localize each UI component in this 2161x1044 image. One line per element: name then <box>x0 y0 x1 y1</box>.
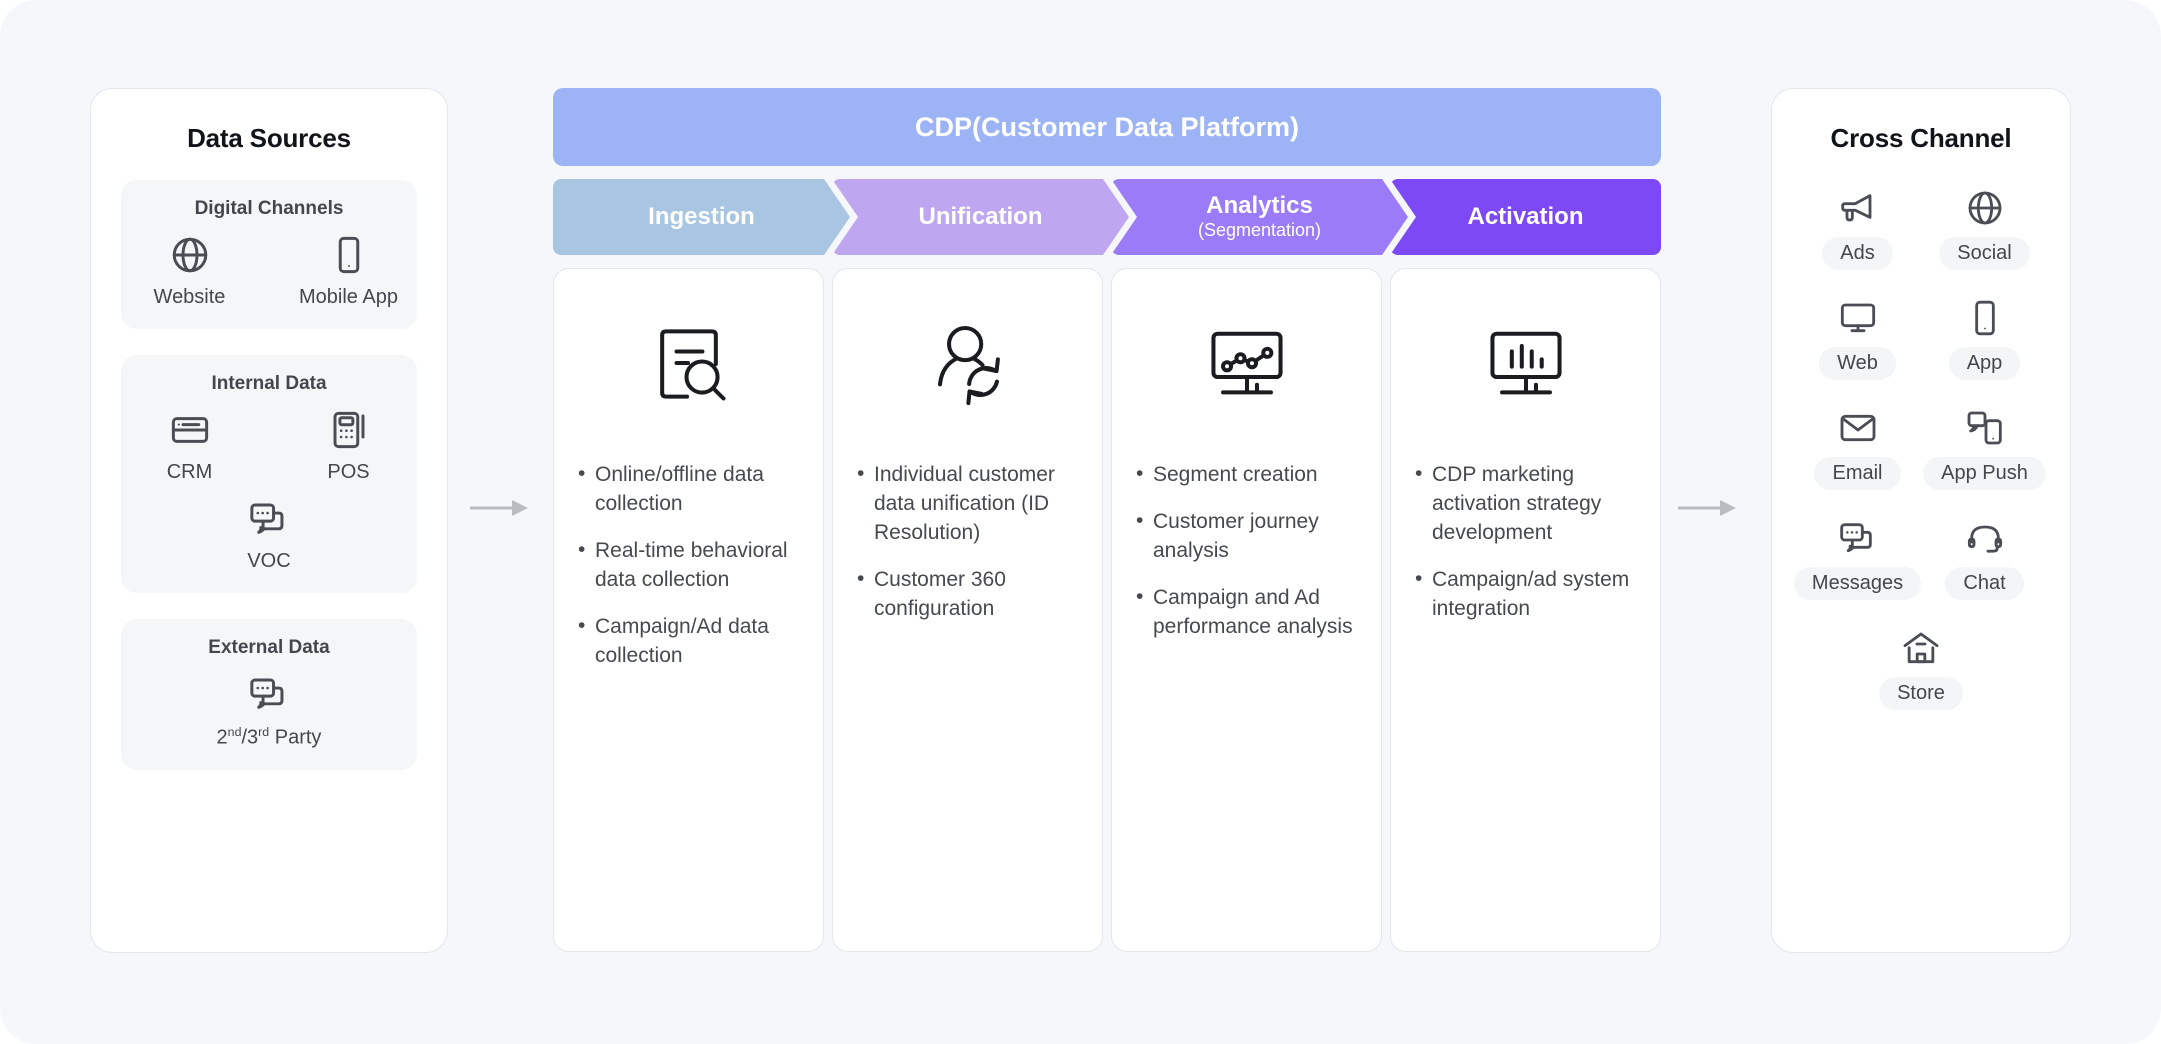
data-source-row: Website Mobile App <box>133 234 405 309</box>
cross-channel-item-label: Email <box>1814 457 1901 490</box>
cross-channel-item-label: App <box>1948 347 2021 380</box>
globe-icon <box>1965 188 2005 228</box>
cross-channel-item[interactable]: Ads <box>1794 188 1921 270</box>
data-source-group-title: External Data <box>208 637 330 658</box>
data-source-group-title: Digital Channels <box>194 198 344 219</box>
cross-channel-item-label: App Push <box>1923 457 2046 490</box>
cross-channel-item[interactable]: Web <box>1794 298 1921 380</box>
data-source-row: CRM POS <box>133 409 405 484</box>
stage-unification[interactable]: Unification <box>832 179 1129 255</box>
chat-bubbles-icon <box>248 673 290 715</box>
data-source-item-label: POS <box>327 461 370 483</box>
cross-channel-item[interactable]: Messages <box>1793 518 1922 600</box>
stage-label: Activation <box>1467 203 1584 231</box>
arrow-sources-to-cdp-icon <box>470 496 530 525</box>
data-source-group-title: Internal Data <box>211 373 327 394</box>
process-bullet: CDP marketing activation strategy develo… <box>1415 460 1636 548</box>
process-card: Individual customer data unification (ID… <box>832 268 1103 952</box>
cdp-banner: CDP(Customer Data Platform) <box>553 88 1661 166</box>
process-card: CDP marketing activation strategy develo… <box>1390 268 1661 952</box>
cross-channel-item[interactable]: App <box>1921 298 2048 380</box>
data-source-item-label: VOC <box>247 550 291 572</box>
cross-channel-item-label: Ads <box>1822 237 1893 270</box>
process-bullet: Online/offline data collection <box>578 460 799 519</box>
process-card-bullets: Individual customer data unification (ID… <box>857 460 1078 624</box>
stage-analytics[interactable]: Analytics(Segmentation) <box>1111 179 1408 255</box>
process-card-bullets: Segment creationCustomer journey analysi… <box>1136 460 1357 642</box>
process-bullet: Campaign/ad system integration <box>1415 565 1636 624</box>
cross-channel-item-label: Web <box>1819 347 1896 380</box>
cross-channel-title: Cross Channel <box>1830 123 2012 153</box>
process-bullet: Customer 360 configuration <box>857 565 1078 624</box>
stage-label: Analytics <box>1206 192 1313 220</box>
data-sources-title: Data Sources <box>187 123 351 153</box>
data-source-item[interactable]: Website <box>133 234 246 309</box>
cross-channel-item[interactable]: Store <box>1794 628 2048 710</box>
process-card-bullets: CDP marketing activation strategy develo… <box>1415 460 1636 624</box>
cross-channel-item-label: Store <box>1879 677 1963 710</box>
data-source-item-label: Website <box>153 286 226 308</box>
mobile-phone-icon <box>328 234 370 276</box>
chat-bubbles-icon <box>248 498 290 540</box>
data-source-item[interactable]: VOC <box>210 498 328 573</box>
mobile-phone-icon <box>1965 298 2005 338</box>
document-search-icon <box>578 305 799 423</box>
process-bullet: Real-time behavioral data collection <box>578 536 799 595</box>
store-home-icon <box>1901 628 1941 668</box>
headset-icon <box>1965 518 2005 558</box>
stage-label: Ingestion <box>648 203 755 231</box>
cdp-banner-title: CDP(Customer Data Platform) <box>914 111 1300 142</box>
data-source-item[interactable]: Mobile App <box>292 234 405 309</box>
process-bullet: Segment creation <box>1136 460 1357 490</box>
data-source-row: 2nd/3rd Party <box>133 673 405 750</box>
cross-channel-item[interactable]: Chat <box>1921 518 2048 600</box>
process-card: Online/offline data collectionReal-time … <box>553 268 824 952</box>
data-source-item[interactable]: POS <box>292 409 405 484</box>
cross-channel-item[interactable]: Email <box>1794 408 1921 490</box>
data-source-item[interactable]: CRM <box>133 409 246 484</box>
cross-channel-item[interactable]: App Push <box>1921 408 2048 490</box>
data-source-item-label: Mobile App <box>299 286 398 308</box>
person-sync-icon <box>857 305 1078 423</box>
data-source-row: VOC <box>133 498 405 573</box>
data-source-item-label: 2nd/3rd Party <box>216 725 322 749</box>
process-bullet: Individual customer data unification (ID… <box>857 460 1078 548</box>
stage-activation[interactable]: Activation <box>1390 179 1661 255</box>
data-source-item-label: CRM <box>166 461 213 483</box>
process-bullet: Campaign and Ad performance analysis <box>1136 583 1357 642</box>
globe-icon <box>169 234 211 276</box>
process-card-bullets: Online/offline data collectionReal-time … <box>578 460 799 671</box>
push-message-icon <box>1965 408 2005 448</box>
pos-terminal-icon <box>328 409 370 451</box>
megaphone-icon <box>1838 188 1878 228</box>
cross-channel-item-label: Social <box>1939 237 2030 270</box>
process-card: Segment creationCustomer journey analysi… <box>1111 268 1382 952</box>
monitor-bar-chart-icon <box>1415 305 1636 423</box>
cdp-stage-bar: Ingestion Unification Analytics(Segmentati… <box>553 179 1661 255</box>
cross-channel-item[interactable]: Social <box>1921 188 2048 270</box>
process-bullet: Customer journey analysis <box>1136 507 1357 566</box>
arrow-cdp-to-channels-icon <box>1678 496 1738 525</box>
cdp-process-cards: Online/offline data collectionReal-time … <box>553 268 1661 952</box>
data-source-group: External Data 2nd/3rd Party <box>121 619 417 770</box>
chat-bubbles-icon <box>1838 518 1878 558</box>
data-source-item[interactable]: 2nd/3rd Party <box>210 673 328 750</box>
stage-ingestion[interactable]: Ingestion <box>553 179 850 255</box>
cross-channel-item-label: Chat <box>1945 567 2024 600</box>
cross-channel-item-label: Messages <box>1793 567 1922 600</box>
stage-label: Unification <box>918 203 1043 231</box>
stage-sublabel: (Segmentation) <box>1197 220 1322 240</box>
envelope-icon <box>1838 408 1878 448</box>
credit-card-icon <box>169 409 211 451</box>
process-bullet: Campaign/Ad data collection <box>578 612 799 671</box>
monitor-icon <box>1838 298 1878 338</box>
monitor-line-chart-icon <box>1136 305 1357 423</box>
